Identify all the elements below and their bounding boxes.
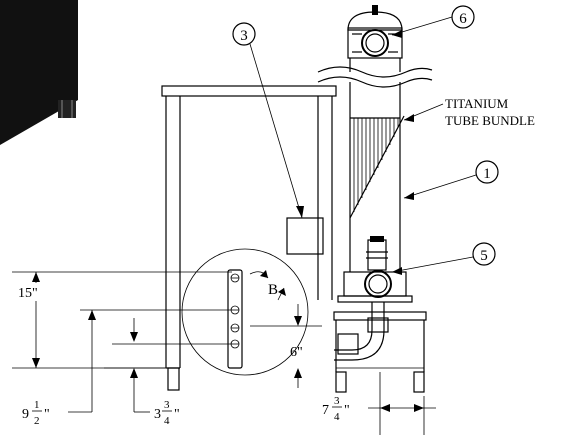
dim-7-den: 4 bbox=[334, 411, 340, 423]
dim-3-whole: 3 bbox=[154, 407, 161, 422]
dim-3-three-quarter: 3 3 4 " bbox=[104, 318, 232, 427]
tube-bundle-label: TITANIUM TUBE BUNDLE bbox=[403, 96, 535, 128]
titanium-label-line2: TUBE BUNDLE bbox=[445, 113, 535, 128]
dim-7-whole: 7 bbox=[322, 403, 329, 418]
heat-exchanger-column bbox=[317, 5, 433, 303]
dim-3-num: 3 bbox=[164, 399, 170, 411]
dim-15: 15" bbox=[12, 271, 232, 369]
detail-b-manifold bbox=[181, 248, 309, 376]
dim-7-num: 3 bbox=[334, 395, 340, 407]
dim-6-text: 6" bbox=[290, 345, 303, 360]
dim-9-num: 1 bbox=[34, 399, 40, 411]
dim-7-unit: " bbox=[344, 403, 350, 418]
callout-3: 3 bbox=[232, 22, 304, 219]
dim-15-text: 15" bbox=[18, 286, 38, 301]
callout-5-text: 5 bbox=[480, 248, 488, 264]
enclosure-frame bbox=[161, 85, 337, 391]
dim-3-unit: " bbox=[174, 407, 180, 422]
dim-9-whole: 9 bbox=[22, 407, 29, 422]
dim-9-unit: " bbox=[44, 407, 50, 422]
detail-b-label: B bbox=[268, 282, 278, 298]
cabinet-corner bbox=[0, 0, 78, 145]
callout-1-text: 1 bbox=[483, 166, 491, 182]
titanium-label-line1: TITANIUM bbox=[445, 96, 509, 111]
callout-6-text: 6 bbox=[459, 11, 467, 27]
dim-9-den: 2 bbox=[34, 415, 40, 427]
callout-5: 5 bbox=[391, 242, 496, 275]
callout-3-text: 3 bbox=[240, 28, 248, 44]
callout-6: 6 bbox=[391, 5, 475, 38]
callout-1: 1 bbox=[403, 160, 499, 200]
dim-3-den: 4 bbox=[164, 415, 170, 427]
control-box bbox=[286, 217, 324, 255]
dim-6: 6" bbox=[250, 304, 322, 388]
dim-7-three-quarter: 7 3 4 " bbox=[322, 372, 436, 435]
dim-9-half: 9 1 2 " bbox=[22, 309, 232, 427]
support-stand bbox=[333, 302, 427, 393]
